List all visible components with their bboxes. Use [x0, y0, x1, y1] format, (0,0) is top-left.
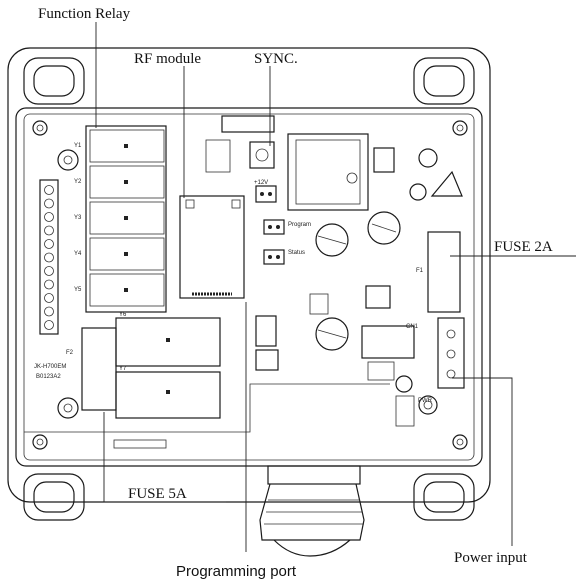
terminal-screw	[44, 185, 54, 195]
corner-screws	[32, 120, 468, 450]
relay-y1-label: Y1	[74, 143, 82, 149]
terminal-screw	[44, 266, 54, 276]
fuse-f2: F2 JK-H700EM B0123A2	[34, 327, 117, 411]
label-fuse-2a: FUSE 2A	[494, 239, 553, 255]
cable-gland	[259, 465, 365, 557]
pcb-holes	[57, 148, 438, 419]
pwr-label: PWR	[418, 398, 433, 404]
plus12v-label: +12V	[254, 180, 268, 186]
label-power-input: Power input	[454, 550, 528, 566]
rf-module	[179, 195, 245, 299]
relay-block: Y1 Y2 Y3 Y4 Y5	[74, 125, 167, 313]
f2-label: F2	[66, 350, 74, 356]
power-terminal: CN1 PWR	[361, 317, 465, 427]
mounting-ear-tl	[23, 57, 85, 105]
right-components	[367, 147, 463, 245]
bottom-tab	[113, 439, 167, 449]
terminal-screw	[44, 320, 54, 330]
terminal-screw	[44, 293, 54, 303]
terminal-screw	[44, 225, 54, 236]
cn1-label: CN1	[406, 324, 419, 330]
callout-leaders	[95, 22, 576, 552]
terminal-strip	[39, 179, 59, 335]
status-label: Status	[288, 250, 305, 256]
relay-y3	[89, 201, 165, 235]
mounting-ear-bl	[23, 473, 85, 521]
relay-y1	[89, 129, 165, 163]
relay-y6-label: Y6	[119, 312, 127, 318]
terminal-screw	[44, 239, 54, 249]
program-label: Program	[288, 222, 311, 228]
ic-chips	[255, 285, 391, 371]
relay-y5	[89, 273, 165, 307]
label-fuse-5a: FUSE 5A	[128, 486, 187, 502]
enclosure-inner	[15, 107, 483, 467]
label-rf-module: RF module	[134, 51, 201, 67]
mounting-ear-br	[413, 473, 475, 521]
pcb-outline	[23, 113, 475, 461]
pcb-divider	[24, 383, 390, 433]
programming-header: Program Status	[263, 219, 311, 265]
relay-y2	[89, 165, 165, 199]
relay-y2-label: Y2	[74, 179, 82, 185]
relay-block-lower: Y6 Y7	[115, 312, 221, 419]
relay-y7-label: Y7	[119, 366, 127, 372]
terminal-screw	[44, 279, 54, 290]
relay-y3-label: Y3	[74, 215, 82, 221]
transformer	[287, 133, 369, 211]
terminal-screw	[44, 252, 54, 263]
relay-y4-label: Y4	[74, 251, 82, 257]
relay-y4	[89, 237, 165, 271]
terminal-screw	[44, 198, 54, 209]
mounting-ear-tr	[413, 57, 475, 105]
top-tab	[221, 115, 275, 133]
label-function-relay: Function Relay	[38, 6, 131, 22]
capacitors	[315, 223, 349, 351]
label-programming-port: Programming port	[176, 563, 297, 580]
terminal-screw	[44, 212, 54, 222]
terminal-screw	[44, 306, 54, 317]
enclosure-outline	[7, 47, 491, 503]
relay-y7	[115, 371, 221, 419]
label-sync: SYNC.	[254, 51, 298, 67]
serial-label: B0123A2	[36, 374, 61, 380]
model-label: JK-H700EM	[34, 364, 66, 370]
fuse-f1: F1	[416, 231, 461, 313]
relay-y5-label: Y5	[74, 287, 82, 293]
f1-label: F1	[416, 268, 424, 274]
sync-area: +12V	[205, 139, 277, 203]
